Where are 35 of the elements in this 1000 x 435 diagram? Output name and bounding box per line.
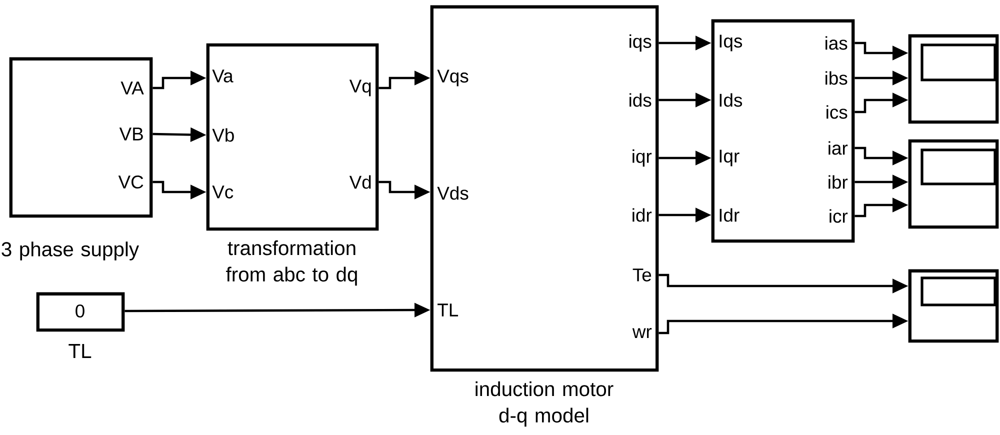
block-caption: transformation from abc to dq (226, 240, 357, 286)
port-label: Te (632, 268, 652, 282)
scope-block (908, 269, 999, 343)
block-caption: induction motor d-q model (476, 381, 614, 427)
port-label: Vb (212, 128, 234, 142)
port-label: Ids (720, 93, 742, 107)
port-label: 0 (76, 304, 84, 318)
port-label: Vds (437, 186, 468, 200)
scope-block (908, 34, 999, 124)
port-label: ics (826, 105, 848, 119)
port-label: icr (830, 209, 848, 223)
port-label: Vc (212, 186, 234, 198)
port-label: Vd (349, 175, 371, 189)
block-caption: 3 phase supply (2, 242, 140, 260)
port-label: VC (118, 175, 144, 189)
port-label: wr (632, 328, 652, 338)
port-label: ias (826, 36, 848, 50)
port-label: iqs (630, 34, 652, 52)
port-label: Iqr (720, 150, 740, 166)
port-label: ibs (826, 71, 848, 85)
port-label: Iqs (720, 34, 742, 52)
port-label: Idr (720, 208, 740, 222)
port-label: VB (119, 128, 143, 140)
port-label: idr (632, 208, 652, 222)
port-label: iqr (632, 149, 652, 167)
port-label: iar (828, 141, 848, 155)
port-label: ibr (828, 175, 848, 189)
port-label: TL (438, 304, 458, 316)
block-caption: TL (68, 344, 92, 358)
port-label: VA (120, 82, 144, 94)
port-label: ids (630, 93, 652, 107)
port-label: Vq (349, 80, 371, 96)
port-label: Vqs (437, 70, 468, 86)
scope-block (908, 139, 999, 229)
port-label: Va (212, 70, 234, 82)
